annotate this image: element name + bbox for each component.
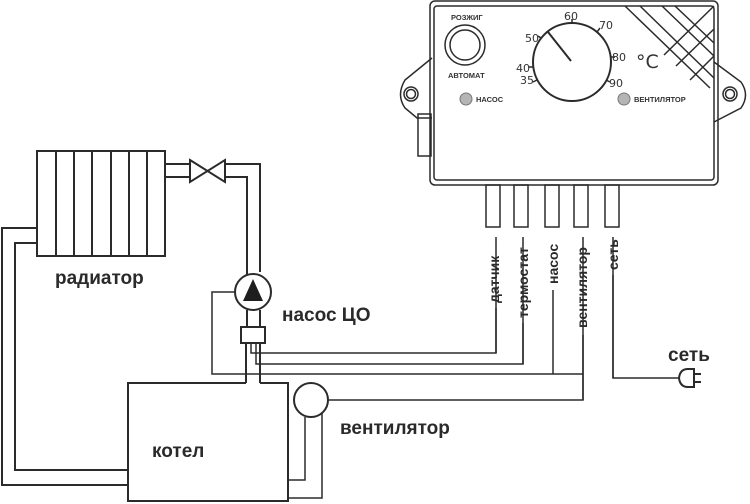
dial-pointer bbox=[547, 31, 572, 62]
pump-triangle-icon bbox=[243, 279, 263, 301]
plug-icon bbox=[677, 368, 701, 388]
pump-label: насос ЦО bbox=[282, 305, 370, 326]
dial-mark-70: 70 bbox=[599, 19, 613, 32]
radiator bbox=[36, 150, 166, 257]
fan-label: вентилятор bbox=[340, 418, 450, 439]
cable-stubs bbox=[485, 184, 620, 228]
cable-label-thermostat: термостат bbox=[515, 247, 531, 318]
fan bbox=[288, 237, 584, 499]
controller bbox=[399, 0, 747, 186]
cable-label-sensor: датчик bbox=[486, 255, 502, 303]
mode-button[interactable] bbox=[444, 24, 486, 66]
radiator-label: радиатор bbox=[55, 268, 144, 289]
dial-mark-35: 35 bbox=[520, 74, 534, 87]
sensor-wire bbox=[250, 237, 497, 354]
boiler bbox=[127, 382, 289, 502]
fan-indicator-icon bbox=[617, 92, 631, 106]
cable-label-pump: насос bbox=[545, 244, 561, 284]
pump-indicator-label: НАСОС bbox=[476, 95, 504, 104]
pump-indicator-icon bbox=[459, 92, 473, 106]
boiler-label: котел bbox=[152, 441, 204, 462]
dial-unit: °C bbox=[636, 51, 659, 73]
valve-icon bbox=[189, 158, 226, 184]
thermostat-wire bbox=[255, 237, 524, 365]
dial-mark-60: 60 bbox=[564, 10, 578, 23]
dial-mark-50: 50 bbox=[525, 32, 539, 45]
pump bbox=[234, 273, 272, 344]
cable-label-fan: вентилятор bbox=[574, 247, 590, 328]
mains-label: сеть bbox=[668, 345, 710, 366]
auto-label: АВТОМАТ bbox=[448, 71, 485, 80]
supply-pipe bbox=[165, 158, 261, 275]
pump-wire bbox=[211, 291, 583, 375]
temperature-dial[interactable] bbox=[529, 19, 615, 102]
dial-mark-40: 40 bbox=[516, 62, 530, 75]
dial-mark-90: 90 bbox=[609, 77, 623, 90]
cable-label-mains: сеть bbox=[605, 239, 621, 270]
fan-indicator-label: ВЕНТИЛЯТОР bbox=[634, 95, 686, 104]
dial-mark-80: 80 bbox=[612, 51, 626, 64]
ignition-label: РОЗЖИГ bbox=[451, 13, 483, 22]
